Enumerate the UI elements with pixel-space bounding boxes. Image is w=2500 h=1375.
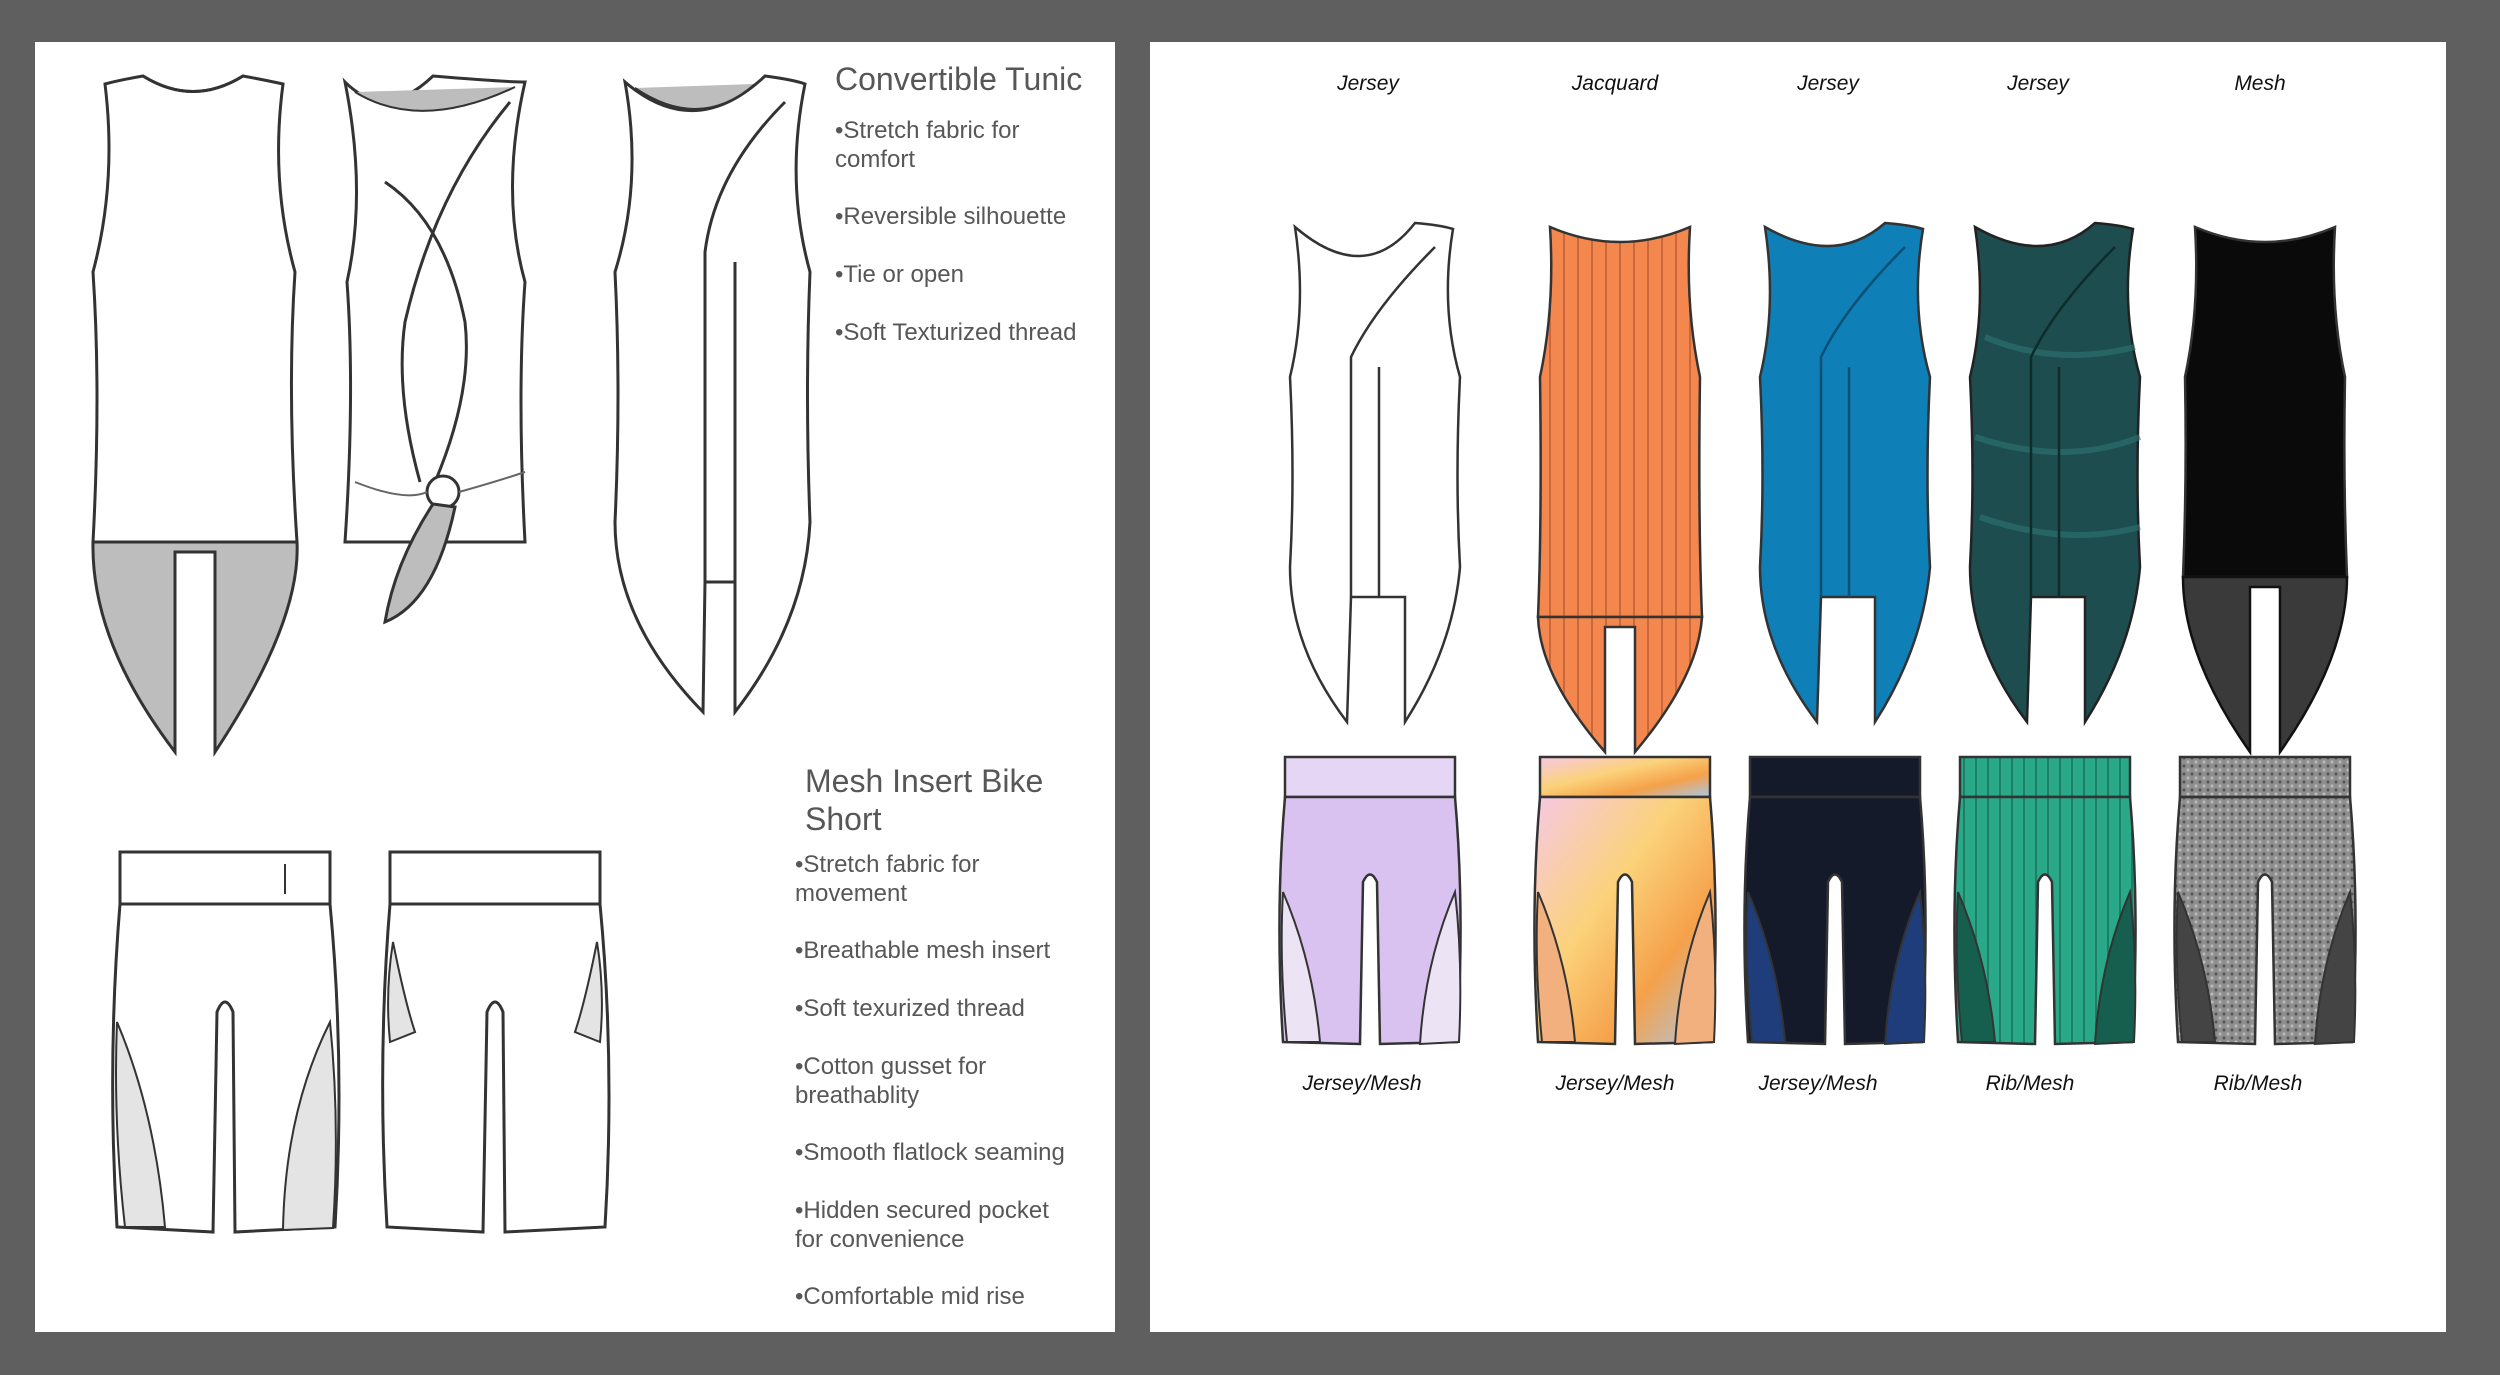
bottom-fabric-label-4: Rib/Mesh (1985, 1072, 2075, 1095)
tunic-colorway-orange (1536, 225, 1704, 756)
bike-short-back-sketch (381, 850, 611, 1234)
short-title: Mesh Insert Bike Short (805, 763, 1044, 837)
tunic-bullet-4: •Soft Texturized thread (835, 319, 1077, 346)
short-colorway-green (1953, 755, 2137, 1046)
top-fabric-label-3: Jersey (1797, 72, 1859, 95)
short-bullet-5: •Smooth flatlock seaming (795, 1139, 1065, 1166)
colorways-panel: Jersey Jacquard Jersey Jersey Mesh (1150, 42, 2446, 1332)
short-bullet-3: •Soft texurized thread (795, 995, 1025, 1022)
short-colorway-navy (1743, 755, 1927, 1046)
tunic-front-sketch (91, 74, 299, 757)
bike-short-front-sketch (111, 850, 341, 1234)
short-colorway-lilac (1278, 755, 1462, 1046)
tunic-wrap-sketch (342, 74, 527, 625)
short-bullet-1: •Stretch fabric for movement (795, 851, 980, 907)
tunic-colorway-blue (1758, 221, 1932, 727)
tunic-title: Convertible Tunic (835, 61, 1083, 97)
short-bullet-2: •Breathable mesh insert (795, 937, 1051, 964)
tunic-bullet-3: •Tie or open (835, 261, 964, 288)
short-colorway-heather (2173, 755, 2357, 1046)
tunic-bullet-2: •Reversible silhouette (835, 203, 1067, 230)
short-bullet-4: •Cotton gusset for breathablity (795, 1053, 987, 1109)
bottom-fabric-label-5: Rib/Mesh (2213, 1072, 2303, 1095)
top-fabric-label-4: Jersey (2007, 72, 2069, 95)
short-colorway-marble (1533, 755, 1717, 1046)
tunic-bullet-1: •Stretch fabric for comfort (835, 117, 1020, 173)
top-fabric-label-5: Mesh (2234, 72, 2286, 95)
tunic-open-sketch (613, 74, 812, 717)
top-fabric-label-2: Jacquard (1571, 72, 1659, 95)
short-bullet-6: •Hidden secured pocket for convenience (795, 1197, 1049, 1253)
bottom-fabric-label-2: Jersey/Mesh (1555, 1072, 1675, 1095)
top-fabric-label-1: Jersey (1337, 72, 1399, 95)
tunic-colorway-black (2181, 225, 2349, 756)
bottom-fabric-label-1: Jersey/Mesh (1302, 1072, 1422, 1095)
tech-flats-panel: Convertible Tunic •Stretch fabric for co… (35, 42, 1115, 1332)
tunic-colorway-white (1288, 221, 1462, 727)
bottom-fabric-label-3: Jersey/Mesh (1758, 1072, 1878, 1095)
short-bullet-7: •Comfortable mid rise (795, 1283, 1025, 1310)
tunic-colorway-teal (1968, 221, 2142, 727)
